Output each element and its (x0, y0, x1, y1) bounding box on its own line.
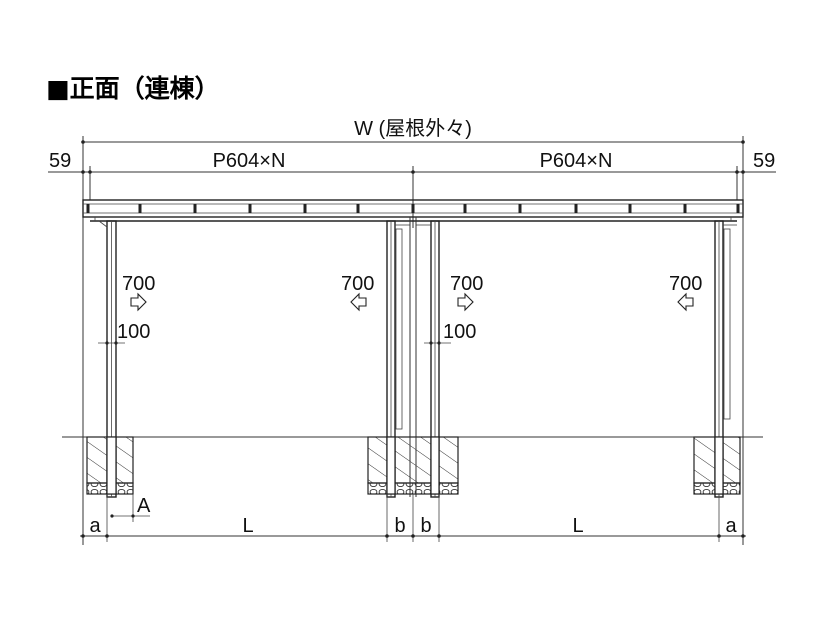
pitch-left-label: P604×N (213, 150, 286, 172)
post2-700-label: 700 (341, 273, 374, 295)
left-arrow-icon (350, 292, 367, 312)
post3-700-label: 700 (450, 273, 483, 295)
a-left-label: a (89, 515, 101, 537)
post4-700-label: 700 (669, 273, 702, 295)
roof-rib (518, 204, 522, 213)
right-arrow-icon (457, 292, 474, 312)
roof-rib (628, 204, 632, 213)
roof-rib (193, 204, 197, 213)
overall-width-label: W (屋根外々) (354, 117, 472, 140)
roof-rib (736, 204, 740, 213)
l-right-label: L (572, 515, 583, 537)
foundation-center (367, 436, 459, 495)
roof-rib (356, 204, 360, 213)
overhang-left-label: 59 (49, 150, 71, 172)
roof-rib (463, 204, 467, 213)
roof-rib (574, 204, 578, 213)
roof-rib (248, 204, 252, 213)
post3-100-label: 100 (443, 321, 476, 343)
roof-rib (683, 204, 687, 213)
b-left-label: b (394, 515, 405, 537)
overhang-right-label: 59 (753, 150, 775, 172)
post1-100-label: 100 (117, 321, 150, 343)
anchor-offset-label: A (137, 495, 151, 517)
roof-rib (411, 204, 415, 213)
diagram-title: ■正面（連棟） (46, 74, 220, 103)
roof-rib (303, 204, 307, 213)
post1-700-label: 700 (122, 273, 155, 295)
a-right-label: a (725, 515, 737, 537)
roof (82, 199, 744, 222)
roof-rib (138, 204, 142, 213)
right-arrow-icon (130, 292, 147, 312)
b-right-label: b (420, 515, 431, 537)
roof-rib (86, 204, 90, 213)
pitch-right-label: P604×N (540, 150, 613, 172)
left-arrow-icon (677, 292, 694, 312)
l-left-label: L (242, 515, 253, 537)
